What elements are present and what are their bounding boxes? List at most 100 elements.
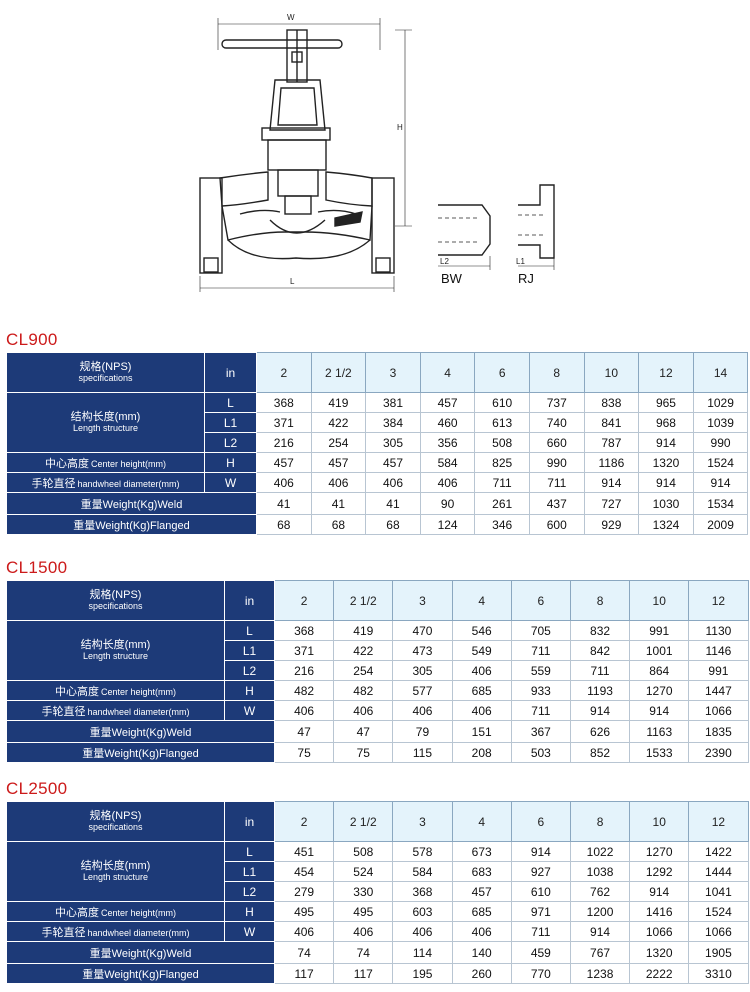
- spec-header: 规格(NPS)specifications: [6, 801, 225, 842]
- dim-w-label: W: [287, 13, 295, 22]
- value-cell: 1163: [629, 720, 690, 743]
- value-cell: 41: [310, 492, 367, 515]
- nps-size: 3: [392, 580, 453, 621]
- unit-l1: L1: [224, 640, 275, 661]
- value-cell: 1444: [688, 861, 749, 882]
- value-cell: 470: [392, 620, 453, 641]
- rj-label: RJ: [518, 271, 534, 286]
- hand-label-en: handwheel diameter(mm): [77, 478, 180, 489]
- value-cell: 368: [256, 392, 312, 413]
- unit-h: H: [224, 680, 275, 701]
- value-cell: 991: [629, 620, 690, 641]
- bw-label: BW: [441, 271, 462, 286]
- value-cell: 457: [310, 452, 367, 473]
- center-label-cn: 中心高度: [54, 906, 99, 919]
- value-cell: 852: [569, 742, 631, 763]
- value-cell: 1905: [688, 941, 749, 964]
- value-cell: 1238: [569, 963, 631, 984]
- length-label-en: Length structure: [82, 872, 149, 882]
- length-label-en: Length structure: [82, 651, 149, 661]
- weight-weld-label: 重量Weight(Kg)Weld: [6, 720, 275, 743]
- weld-label-cn: 重量: [80, 498, 103, 511]
- value-cell: 406: [273, 921, 335, 942]
- value-cell: 406: [310, 472, 367, 493]
- nps-size: 10: [629, 801, 690, 842]
- nps-size: 2 1/2: [310, 352, 367, 393]
- value-cell: 711: [528, 472, 585, 493]
- value-cell: 841: [583, 412, 640, 433]
- value-cell: 406: [256, 472, 312, 493]
- nps-size: 8: [528, 352, 585, 393]
- value-cell: 1130: [688, 620, 749, 641]
- length-label-cn: 结构长度(mm): [70, 411, 141, 423]
- value-cell: 503: [510, 742, 571, 763]
- spec-header: 规格(NPS)specifications: [6, 352, 205, 393]
- nps-size: 14: [692, 352, 749, 393]
- value-cell: 68: [310, 514, 367, 535]
- value-cell: 406: [365, 472, 421, 493]
- nps-size: 8: [569, 580, 631, 621]
- value-cell: 524: [333, 861, 394, 882]
- value-cell: 75: [333, 742, 394, 763]
- length-structure-label: 结构长度(mm)Length structure: [6, 392, 205, 453]
- value-cell: 705: [510, 620, 571, 641]
- hand-label-en: handwheel diameter(mm): [87, 927, 190, 938]
- nps-size: 4: [451, 801, 512, 842]
- value-cell: 330: [333, 881, 394, 902]
- value-cell: 368: [273, 620, 335, 641]
- unit-l2: L2: [224, 660, 275, 681]
- length-structure-label: 结构长度(mm)Length structure: [6, 620, 225, 681]
- value-cell: 1320: [638, 452, 694, 473]
- value-cell: 368: [392, 881, 453, 902]
- value-cell: 2222: [629, 963, 690, 984]
- value-cell: 261: [474, 492, 530, 515]
- value-cell: 216: [256, 432, 312, 453]
- value-cell: 1039: [692, 412, 749, 433]
- value-cell: 1038: [569, 861, 631, 882]
- spec-label-cn: 规格(NPS): [89, 589, 142, 601]
- value-cell: 770: [510, 963, 571, 984]
- unit-l2: L2: [224, 881, 275, 902]
- weight-flanged-label: 重量Weight(Kg)Flanged: [6, 963, 275, 984]
- value-cell: 457: [365, 452, 421, 473]
- gate-valve-diagram: W H L L2 L1: [199, 13, 555, 292]
- value-cell: 114: [392, 941, 453, 964]
- unit-w: W: [224, 700, 275, 721]
- value-cell: 356: [419, 432, 476, 453]
- weld-label-en: Weight(Kg)Weld: [102, 498, 183, 511]
- unit-h: H: [204, 452, 257, 473]
- value-cell: 1146: [688, 640, 749, 661]
- unit-l: L: [204, 392, 257, 413]
- value-cell: 2390: [688, 742, 749, 763]
- value-cell: 482: [333, 680, 394, 701]
- value-cell: 711: [569, 660, 631, 681]
- value-cell: 460: [419, 412, 476, 433]
- unit-l: L: [224, 620, 275, 641]
- value-cell: 422: [333, 640, 394, 661]
- value-cell: 762: [569, 881, 631, 902]
- value-cell: 454: [273, 861, 335, 882]
- nps-size: 6: [510, 580, 571, 621]
- value-cell: 914: [510, 841, 571, 862]
- value-cell: 406: [333, 700, 394, 721]
- dim-l-label: L: [290, 277, 295, 286]
- center-label-en: Center height(mm): [100, 907, 177, 918]
- value-cell: 422: [310, 412, 367, 433]
- value-cell: 117: [273, 963, 335, 984]
- spec-label-en: specifications: [78, 373, 133, 383]
- value-cell: 1041: [688, 881, 749, 902]
- nps-size: 6: [510, 801, 571, 842]
- value-cell: 260: [451, 963, 512, 984]
- value-cell: 381: [365, 392, 421, 413]
- value-cell: 482: [273, 680, 335, 701]
- length-label-cn: 结构长度(mm): [80, 860, 151, 872]
- unit-in: in: [224, 580, 275, 621]
